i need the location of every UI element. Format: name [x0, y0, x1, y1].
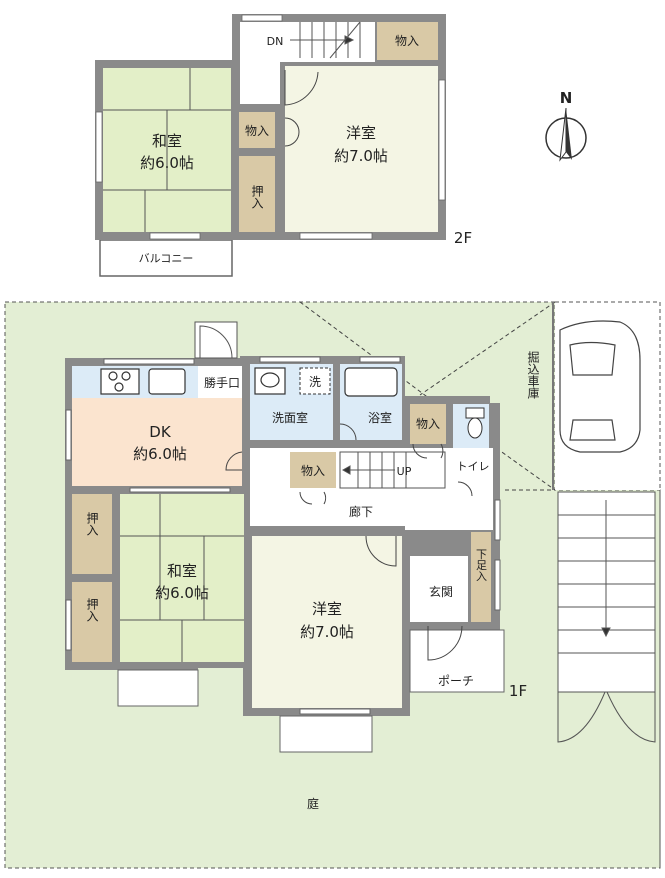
getabako-label: 下足入 — [475, 549, 488, 582]
genkan-floor — [410, 556, 468, 622]
youshitsu-1f-name: 洋室 — [312, 600, 342, 618]
windows-1f — [65, 356, 501, 753]
windows-2f — [95, 14, 446, 240]
compass-north-label: N — [560, 89, 573, 107]
stairs-1f-label: UP — [397, 465, 412, 478]
genkan-label: 玄関 — [429, 584, 453, 599]
stairs-2f-label: DN — [267, 35, 284, 48]
closet-stair-1f — [290, 452, 336, 488]
stair-hall-2f — [240, 22, 375, 62]
toilet-label: トイレ — [457, 460, 490, 473]
garage-label: 掘込車庫 — [526, 350, 540, 400]
washitsu-1f-size: 約6.0帖 — [155, 584, 209, 602]
closet-top-2f — [377, 22, 438, 60]
oshiire-2-floor — [72, 582, 112, 662]
tatami-lines-1f — [120, 494, 244, 662]
floor1-label: 1F — [509, 682, 527, 700]
dk-size: 約6.0帖 — [133, 445, 187, 463]
compass-icon — [545, 107, 587, 162]
closet-mid-2f — [239, 112, 275, 148]
washer-box — [299, 367, 331, 395]
kitchen-sink-icon — [148, 368, 186, 395]
oshiire-2f-label: 押入 — [250, 185, 264, 209]
balcony-2f — [99, 239, 233, 277]
wash-basin-icon — [254, 367, 286, 395]
oshiire-2-label: 押入 — [85, 598, 99, 622]
closet-top-2f-label: 物入 — [395, 34, 419, 48]
stove-icon — [100, 368, 140, 395]
hall-2f — [240, 62, 280, 104]
rouka-label: 廊下 — [349, 504, 373, 519]
dk-floor — [72, 398, 242, 486]
outdoor-stairs — [557, 491, 656, 743]
closet-mid-2f-label: 物入 — [245, 124, 269, 138]
katteguchi-label: 勝手口 — [204, 375, 240, 390]
rouka-floor-2 — [405, 490, 493, 530]
car-outline — [559, 320, 641, 453]
floor2-label: 2F — [454, 229, 472, 247]
youshitsu-2f-name: 洋室 — [346, 124, 376, 142]
garden-label: 庭 — [307, 796, 319, 811]
porch — [409, 629, 505, 693]
wash-basin-label: 洗 — [309, 375, 321, 389]
bathtub-icon — [344, 367, 398, 397]
youshitsu-1f-floor — [252, 536, 402, 708]
youshitsu-1f-size: 約7.0帖 — [300, 623, 354, 641]
washitsu-1f-name: 和室 — [167, 562, 197, 580]
doors-2f — [284, 70, 319, 147]
stairs-1f — [339, 451, 446, 489]
oshiire-1-label: 押入 — [85, 512, 99, 536]
washitsu-2f-size: 約6.0帖 — [140, 154, 194, 172]
porch-label: ポーチ — [438, 674, 474, 688]
getabako — [471, 532, 491, 622]
youshitsu-2f-size: 約7.0帖 — [334, 147, 388, 165]
dk-name: DK — [149, 423, 172, 441]
oshiire-2f — [239, 156, 275, 232]
yokushitsu-label: 浴室 — [368, 410, 392, 425]
toilet-icon — [465, 407, 485, 439]
doors-1f — [225, 423, 473, 661]
balcony-label: バルコニー — [139, 252, 194, 265]
closet-stair-1f-label: 物入 — [301, 464, 325, 478]
closet-bath-1f — [410, 404, 446, 444]
tatami-lines-2f — [103, 68, 231, 232]
katteguchi-area — [198, 366, 242, 398]
stairs-2f — [290, 21, 361, 59]
back-door — [194, 321, 238, 359]
youshitsu-2f-floor — [285, 66, 438, 232]
senmenshitsu-label: 洗面室 — [272, 410, 308, 425]
oshiire-1-floor — [72, 494, 112, 574]
washitsu-2f-name: 和室 — [152, 132, 182, 150]
closet-bath-1f-label: 物入 — [416, 417, 440, 431]
